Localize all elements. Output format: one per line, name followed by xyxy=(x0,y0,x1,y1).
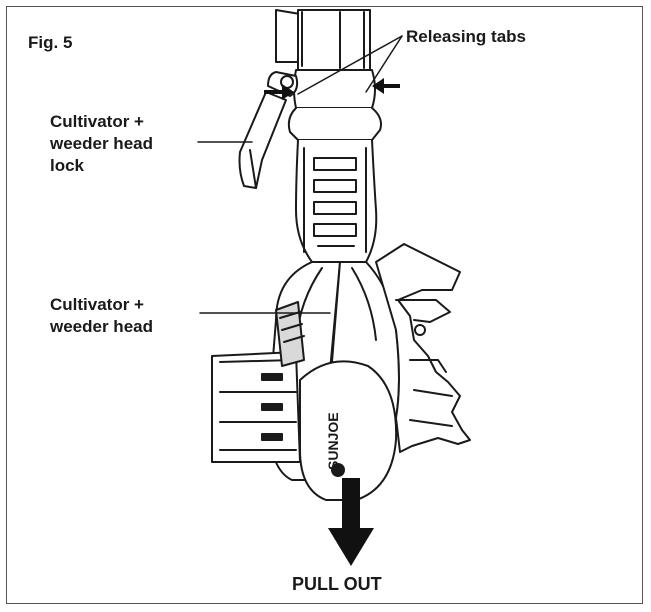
battery-pack xyxy=(211,301,305,463)
head-label-line: Cultivator + xyxy=(50,295,144,314)
figure-number: Fig. 5 xyxy=(28,33,73,52)
leader-lines xyxy=(197,35,403,314)
brand-logo-icon xyxy=(331,463,345,477)
head-label: Cultivator + weeder head xyxy=(50,294,153,338)
shaft-top xyxy=(275,9,371,71)
tab-arrows xyxy=(264,78,400,100)
shaft-tube xyxy=(287,69,382,263)
head-lock-label: Cultivator + weeder head lock xyxy=(50,111,153,176)
head-lock-label-line: weeder head xyxy=(50,133,153,153)
brand-text: SUNJOE xyxy=(325,412,341,470)
right-tab-arrow-icon xyxy=(372,78,400,94)
head-lock-label-line: lock xyxy=(50,155,85,175)
releasing-tabs-label: Releasing tabs xyxy=(406,27,526,46)
head-cover: SUNJOE xyxy=(299,360,398,501)
left-tab-arrow-icon xyxy=(264,84,294,100)
cultivator-tines xyxy=(375,243,471,453)
head-lock-label-line: Cultivator + xyxy=(50,112,144,131)
tabs-leader-right xyxy=(365,35,403,93)
tabs-leader-left xyxy=(297,35,403,95)
head-label-line: weeder head xyxy=(50,316,153,336)
pull-out-arrow-icon xyxy=(328,478,374,566)
pull-out-label: PULL OUT xyxy=(292,574,382,594)
